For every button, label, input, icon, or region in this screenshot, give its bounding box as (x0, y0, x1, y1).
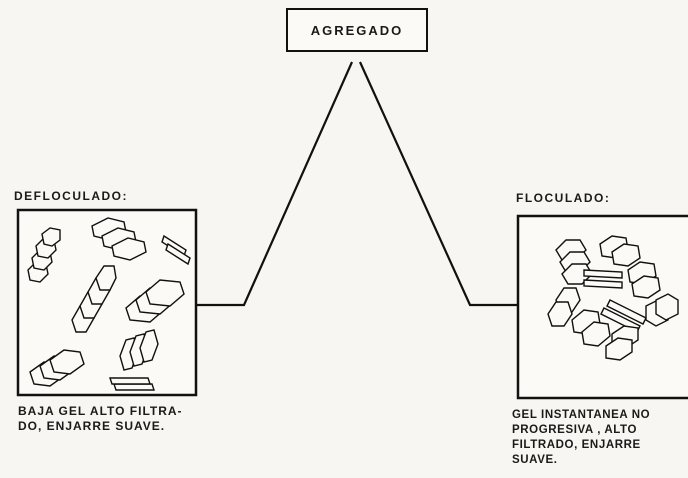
flocculated-caption: GEL INSTANTANEA NO PROGRESIVA , ALTO FIL… (512, 408, 650, 468)
flocculated-caption-line: SUAVE. (512, 453, 650, 468)
connector-line-left (196, 62, 352, 305)
aggregate-label: AGREGADO (311, 23, 404, 38)
deflocculated-heading: DEFLOCULADO: (14, 188, 128, 204)
flocculated-caption-line: PROGRESIVA , ALTO (512, 423, 650, 438)
flocculated-heading: FLOCULADO: (516, 190, 610, 206)
deflocculated-caption-line: DO, ENJARRE SUAVE. (18, 419, 183, 434)
flocculated-caption-line: FILTRADO, ENJARRE (512, 438, 650, 453)
deflocculated-caption-line: BAJA GEL ALTO FILTRA- (18, 404, 183, 419)
aggregate-box: AGREGADO (286, 8, 428, 52)
flocculated-caption-line: GEL INSTANTANEA NO (512, 408, 650, 423)
deflocculated-caption: BAJA GEL ALTO FILTRA- DO, ENJARRE SUAVE. (18, 404, 183, 434)
connector-line-right (360, 62, 518, 305)
